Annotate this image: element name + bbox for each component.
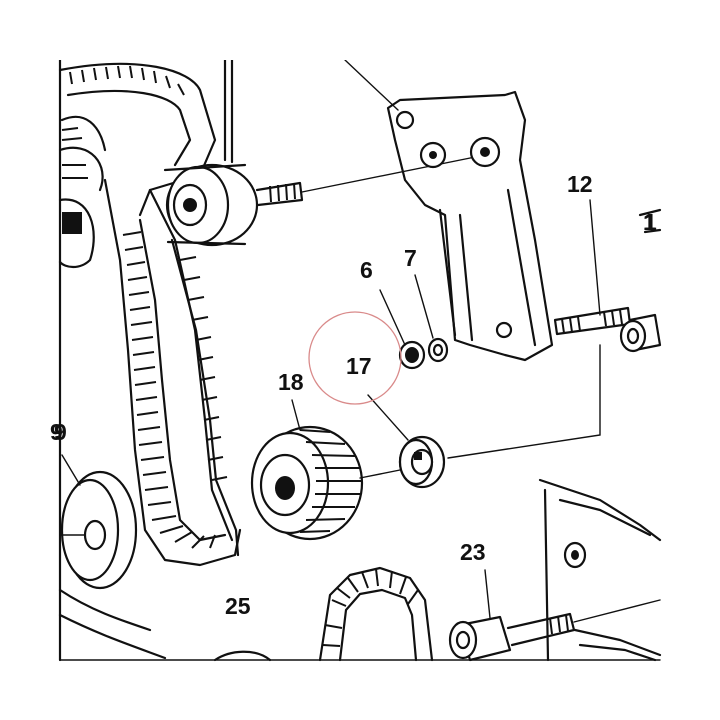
timing-belt-lower — [213, 566, 434, 662]
part-18-sprocket — [250, 399, 401, 541]
callout-23: 23 — [460, 539, 486, 565]
crop-mask-left — [0, 0, 54, 720]
timing-belt-left — [58, 62, 242, 567]
callout-edge-left: 9 — [54, 419, 67, 445]
centerline-spacer — [447, 344, 601, 459]
callout-25: 25 — [225, 593, 251, 619]
callout-17: 17 — [346, 353, 372, 379]
part-23-idler — [448, 569, 661, 662]
mounting-bracket — [386, 90, 554, 362]
part-6-nut — [379, 289, 426, 370]
callout-edge-left-clipped: 9 — [50, 419, 63, 445]
highlight-circle — [308, 311, 402, 405]
shaft-spacer-right — [619, 208, 662, 353]
callout-12: 12 — [567, 171, 593, 197]
callout-edge-right: 1 — [644, 209, 657, 235]
callout-7: 7 — [404, 245, 417, 271]
crank-pulley-left-fragment — [58, 115, 107, 269]
part-12-stud — [553, 199, 632, 336]
tensioner-roller — [163, 58, 304, 247]
crop-mask-top — [0, 0, 720, 60]
lower-pulley-left — [58, 454, 167, 660]
callout-edge-right-clipped: 1 — [643, 209, 656, 235]
callout-18: 18 — [278, 369, 304, 395]
crop-mask-bottom — [0, 662, 720, 720]
leader-bracket-top — [344, 59, 399, 111]
centerline-tensioner — [301, 154, 486, 193]
cover-plate-right — [538, 478, 662, 662]
callout-6: 6 — [360, 257, 373, 283]
crop-mask-right — [662, 0, 720, 720]
part-7-washer — [414, 274, 449, 363]
part-17-spacer — [367, 394, 446, 489]
